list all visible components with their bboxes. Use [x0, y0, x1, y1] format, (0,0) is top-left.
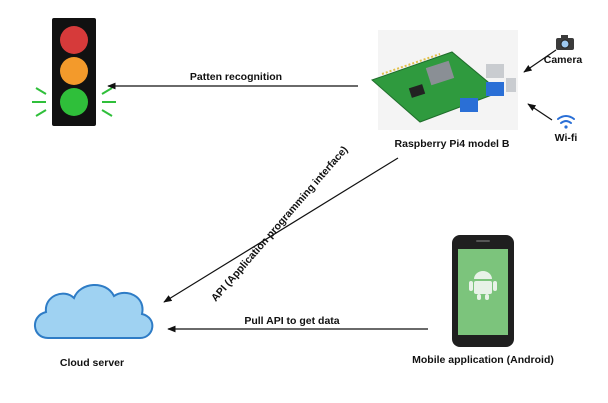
pattern-recognition-label: Patten recognition [190, 71, 282, 83]
wifi-arrow [527, 103, 553, 121]
pull-api-label: Pull API to get data [244, 315, 339, 327]
raspberry-pi-label: Raspberry Pi4 model B [395, 138, 510, 150]
api-label: API (Application programming interface) [209, 144, 350, 304]
raspberry-pi-board-icon [371, 30, 518, 130]
traffic-light-icon [32, 18, 116, 126]
camera-icon [556, 35, 574, 50]
mobile-app-label: Mobile application (Android) [412, 354, 554, 366]
cloud-icon [34, 284, 154, 339]
android-phone-icon [452, 235, 514, 347]
camera-label: Camera [544, 54, 583, 66]
cloud-server-label: Cloud server [60, 357, 124, 369]
camera-arrow [523, 49, 557, 73]
wifi-icon [557, 115, 575, 129]
api-arrow [163, 157, 399, 303]
wifi-label: Wi-fi [555, 132, 578, 144]
